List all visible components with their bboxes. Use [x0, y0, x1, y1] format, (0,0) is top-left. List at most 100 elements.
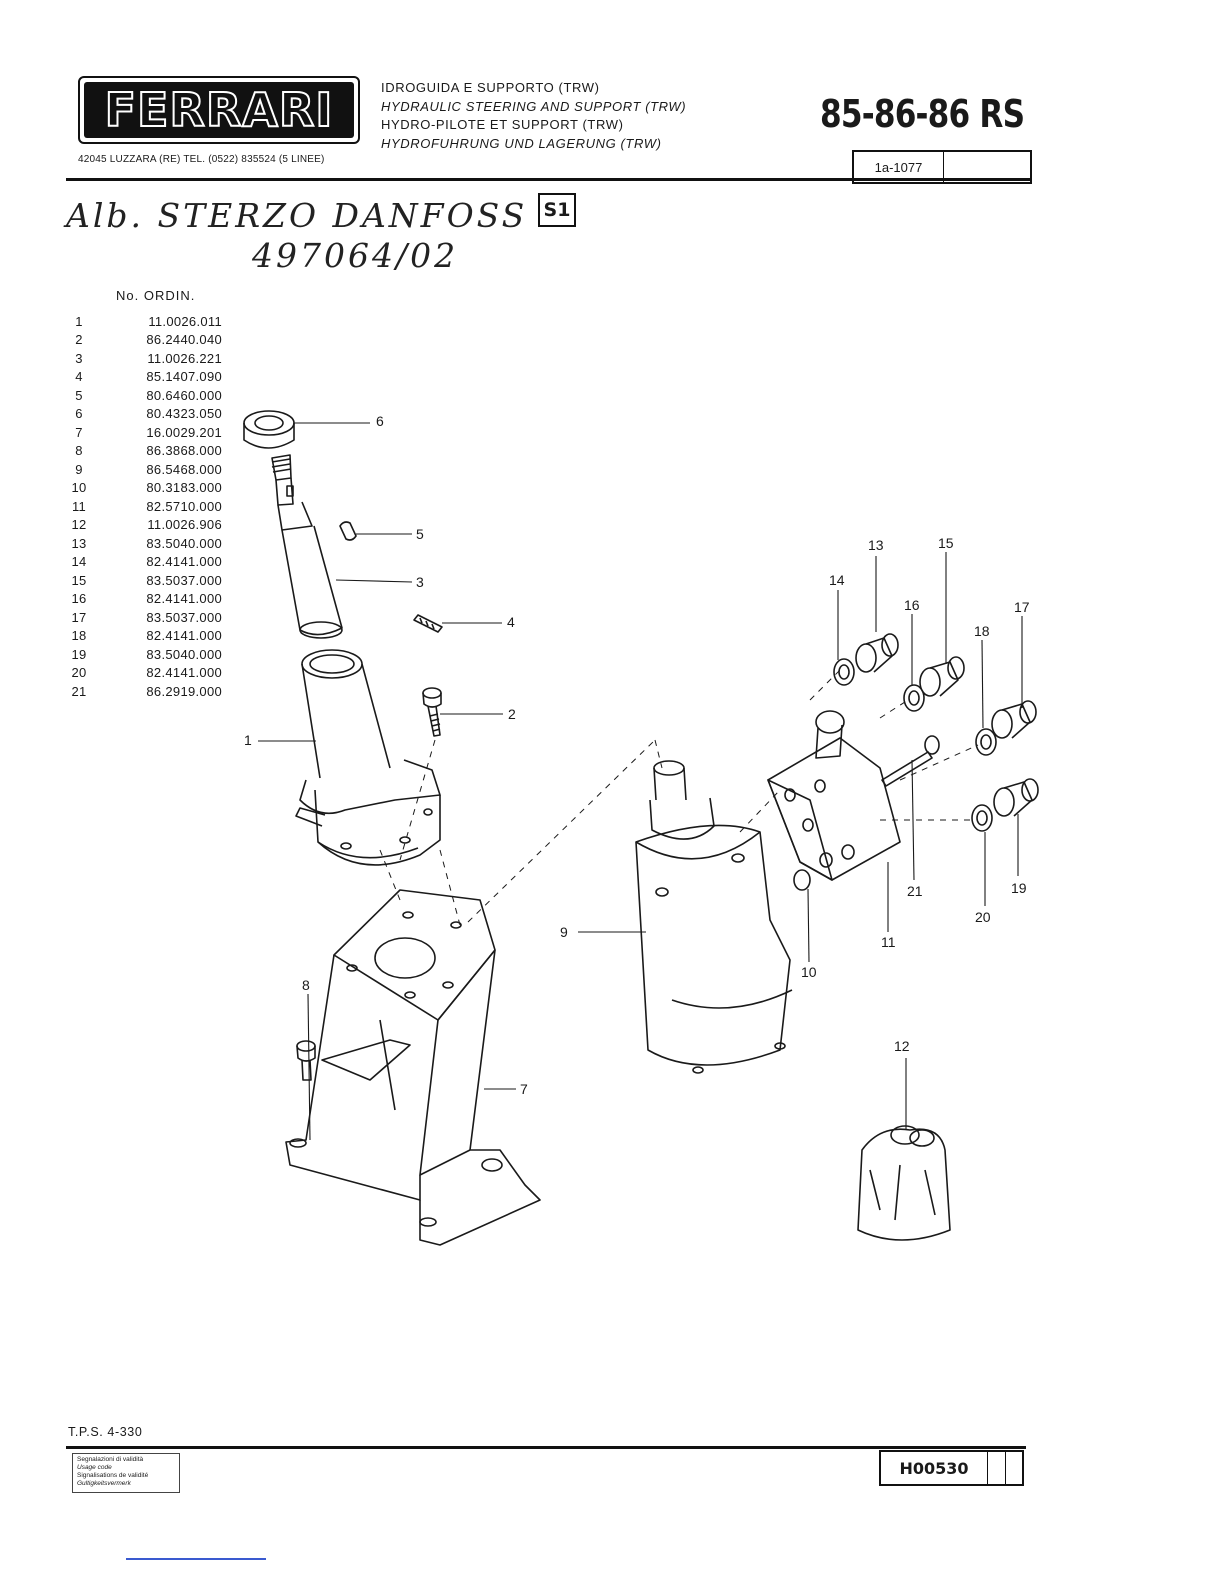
callout-3: 3 — [416, 574, 424, 590]
callout-18: 18 — [974, 623, 990, 639]
order-code: 11.0026.221 — [147, 350, 222, 366]
callout-15: 15 — [938, 535, 954, 551]
part-4-pin — [413, 614, 443, 633]
tps-reference: T.P.S. 4-330 — [68, 1425, 143, 1439]
part-16-washer — [903, 684, 925, 712]
order-code: 83.5037.000 — [146, 609, 222, 625]
part-number: 7 — [75, 424, 83, 440]
part-1-column — [295, 649, 441, 866]
part-12-seal-kit-bag — [857, 1125, 951, 1241]
part-number: 6 — [75, 406, 83, 422]
title-french: HYDRO-PILOTE ET SUPPORT (TRW) — [381, 117, 624, 132]
part-20-washer — [971, 804, 993, 832]
order-code: 11.0026.906 — [147, 517, 222, 533]
handwritten-note-line2: 497064/02 — [252, 236, 459, 275]
part-6-ring — [243, 410, 295, 449]
part-14-washer — [833, 658, 855, 686]
parts-list-row: 3 11.0026.221 — [66, 349, 222, 368]
part-number: 13 — [71, 535, 87, 551]
callout-8: 8 — [302, 977, 310, 993]
part-number: 15 — [71, 572, 87, 588]
part-number: 16 — [71, 591, 87, 607]
part-3-shaft — [271, 454, 343, 639]
callout-20: 20 — [975, 909, 991, 925]
callout-5: 5 — [416, 526, 424, 542]
part-number: 12 — [71, 517, 87, 533]
order-code: 80.3183.000 — [146, 480, 222, 496]
code-box-cell — [988, 1452, 1006, 1484]
callout-16: 16 — [904, 597, 920, 613]
document-code-box: H00530 — [879, 1450, 1024, 1486]
callout-1: 1 — [244, 732, 252, 748]
part-11-valve-block — [767, 710, 901, 881]
callout-10: 10 — [801, 964, 817, 980]
sheet-reference-box: 1a-1077 — [852, 150, 1032, 184]
code-box-cell — [1006, 1452, 1022, 1484]
callout-2: 2 — [508, 706, 516, 722]
order-code: 82.4141.000 — [146, 554, 222, 570]
title-german: HYDROFUHRUNG UND LAGERUNG (TRW) — [381, 135, 662, 151]
part-15-fitting — [919, 656, 965, 697]
part-number: 3 — [75, 350, 83, 366]
callout-7: 7 — [520, 1081, 528, 1097]
order-code: 83.5040.000 — [146, 646, 222, 662]
callout-6: 6 — [376, 413, 384, 429]
parts-list-row: 15 83.5037.000 — [66, 571, 222, 590]
order-code: 86.2919.000 — [146, 683, 222, 699]
order-code: 16.0029.201 — [146, 424, 222, 440]
part-number: 14 — [71, 554, 87, 570]
part-5-key — [339, 521, 357, 541]
header-rule — [66, 178, 1032, 181]
order-code: 82.4141.000 — [146, 591, 222, 607]
parts-list-row: 7 16.0029.201 — [66, 423, 222, 442]
part-9-steering-unit — [635, 760, 793, 1074]
leader-lines — [258, 422, 1023, 1141]
part-17-fitting — [991, 700, 1037, 739]
parts-list-row: 11 82.5710.000 — [66, 497, 222, 516]
order-code: 86.2440.040 — [146, 332, 222, 348]
model-number: 85-86-86 RS — [820, 92, 1025, 136]
order-code: 82.5710.000 — [146, 498, 222, 514]
order-code: 82.4141.000 — [146, 628, 222, 644]
parts-list-header: No. ORDIN. — [116, 288, 196, 303]
part-number: 10 — [71, 480, 87, 496]
alignment-lines — [379, 669, 979, 926]
logo-plate: FERRARI — [84, 82, 354, 138]
handwritten-note-line1: Alb. STERZO DANFOSS — [66, 196, 528, 235]
usage-label-french: Signalisations de validité — [77, 1472, 149, 1479]
part-2-bolt — [422, 687, 442, 737]
part-number: 11 — [71, 498, 87, 514]
usage-code-box: Segnalazioni di validità Usage code Sign… — [72, 1453, 180, 1493]
section-badge: S1 — [538, 193, 576, 227]
part-number: 8 — [75, 443, 83, 459]
part-19-fitting — [993, 778, 1039, 817]
order-code: 80.6460.000 — [146, 387, 222, 403]
sheet-reference: 1a-1077 — [854, 152, 944, 182]
callout-4: 4 — [507, 614, 515, 630]
order-code: 83.5037.000 — [146, 572, 222, 588]
parts-list-row: 14 82.4141.000 — [66, 553, 222, 572]
part-13-fitting — [855, 633, 899, 673]
order-code: 11.0026.011 — [148, 313, 222, 329]
part-8-bolt — [296, 1040, 316, 1081]
callout-12: 12 — [894, 1038, 910, 1054]
parts-list-row: 12 11.0026.906 — [66, 516, 222, 535]
usage-label-german: Gultigkeitsvermerk — [77, 1480, 131, 1487]
parts-list-row: 17 83.5037.000 — [66, 608, 222, 627]
order-code: 86.5468.000 — [146, 461, 222, 477]
callout-9: 9 — [560, 924, 568, 940]
logo-text: FERRARI — [104, 82, 334, 138]
part-number: 2 — [75, 332, 83, 348]
part-number: 17 — [71, 609, 87, 625]
document-code: H00530 — [881, 1452, 988, 1484]
